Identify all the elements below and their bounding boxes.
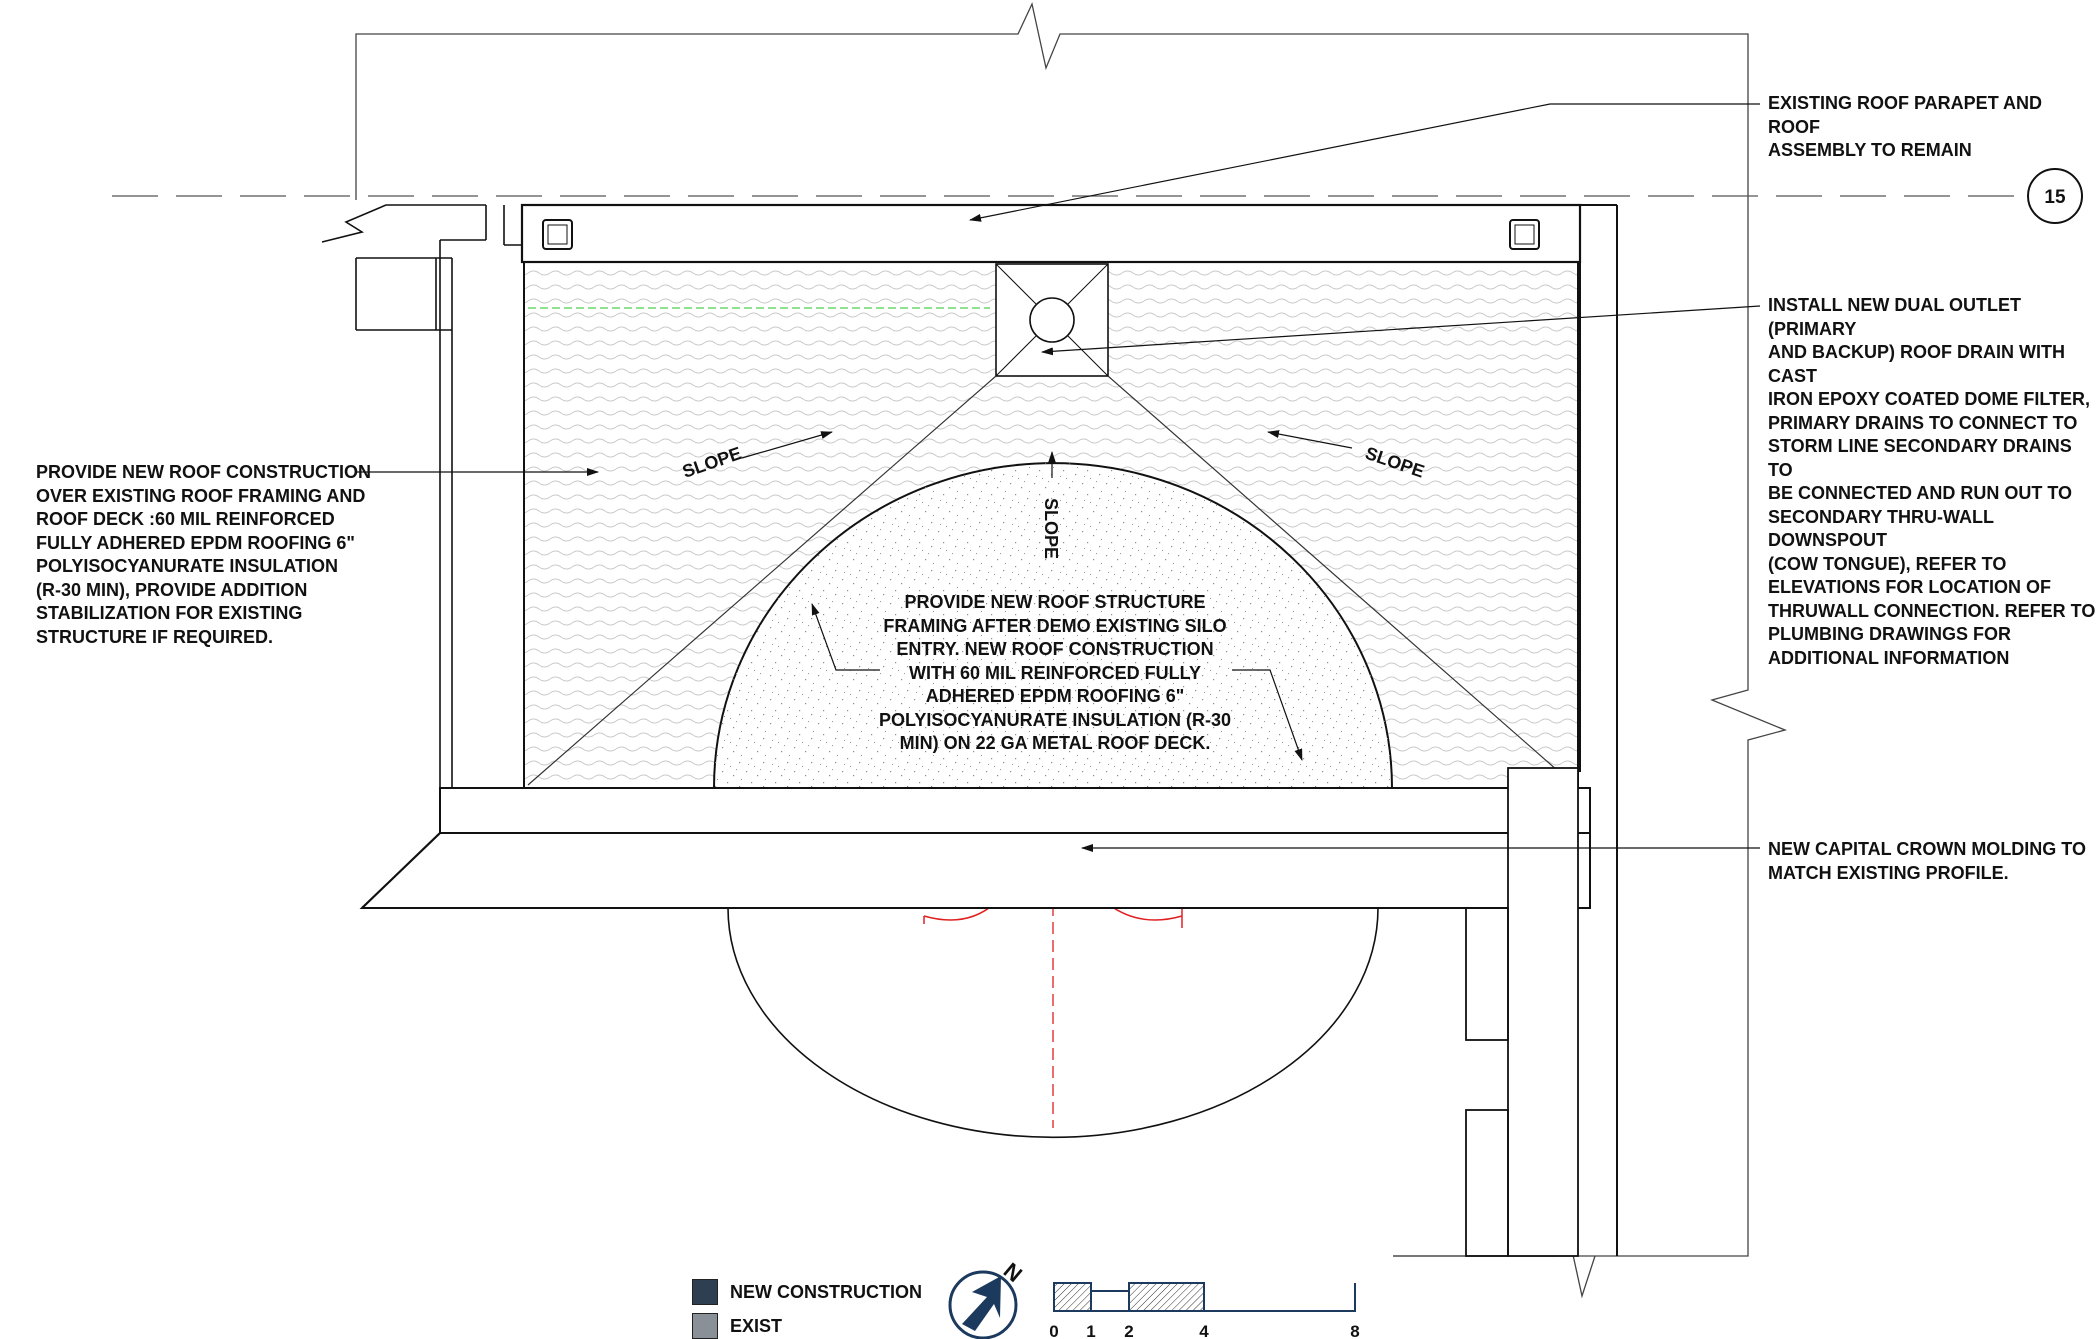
- legend-exist: EXIST: [692, 1313, 782, 1339]
- parapet-scupper-left-inner: [547, 224, 568, 245]
- crown-molding: [359, 787, 1591, 909]
- grid-bubble: [2027, 168, 2083, 224]
- scale-bar: 0 1 2 4 8: [1049, 1282, 1360, 1339]
- note-roof-drain: INSTALL NEW DUAL OUTLET (PRIMARY AND BAC…: [1768, 295, 2096, 668]
- legend-new-construction: NEW CONSTRUCTION: [692, 1279, 922, 1305]
- valley-line-left: [527, 375, 997, 786]
- leaders: [356, 103, 1761, 852]
- note-new-roof-construction: PROVIDE NEW ROOF CONSTRUCTION OVER EXIST…: [36, 462, 372, 647]
- legend-label-exist: EXIST: [730, 1315, 783, 1336]
- north-arrow-icon: [948, 1270, 1018, 1339]
- left-wall: [321, 204, 522, 788]
- slope-label-center: SLOPE: [1041, 498, 1061, 559]
- roof-drain: [1029, 297, 1075, 343]
- scale-tick-1: 1: [1086, 1322, 1095, 1339]
- parapet: [520, 203, 1582, 264]
- note-existing-parapet: EXISTING ROOF PARAPET AND ROOF ASSEMBLY …: [1768, 93, 2043, 160]
- note-silo-structure: PROVIDE NEW ROOF STRUCTURE FRAMING AFTER…: [878, 592, 1232, 753]
- parapet-scupper-right-inner: [1514, 224, 1535, 245]
- parapet-scupper-right: [1509, 219, 1540, 250]
- note-crown-molding: NEW CAPITAL CROWN MOLDING TO MATCH EXIST…: [1768, 839, 2086, 883]
- scale-tick-2: 2: [1124, 1322, 1133, 1339]
- scale-segment-1-2: [1090, 1290, 1130, 1312]
- scale-segment-0-1: [1053, 1282, 1092, 1312]
- valley-line-right: [1107, 375, 1575, 786]
- scale-tick-8: 8: [1350, 1322, 1359, 1339]
- scale-tick-4: 4: [1199, 1322, 1209, 1339]
- grid-bubble-label: 15: [2044, 187, 2066, 208]
- legend-swatch-new: [692, 1279, 718, 1305]
- legend-swatch-exist: [692, 1313, 718, 1339]
- silo-existing: [727, 907, 1379, 1139]
- parapet-scupper-left: [542, 219, 573, 250]
- legend-label-new: NEW CONSTRUCTION: [730, 1281, 922, 1302]
- right-pier: [1465, 767, 1579, 1257]
- scale-tick-0: 0: [1049, 1322, 1058, 1339]
- scale-segment-2-4: [1128, 1282, 1205, 1312]
